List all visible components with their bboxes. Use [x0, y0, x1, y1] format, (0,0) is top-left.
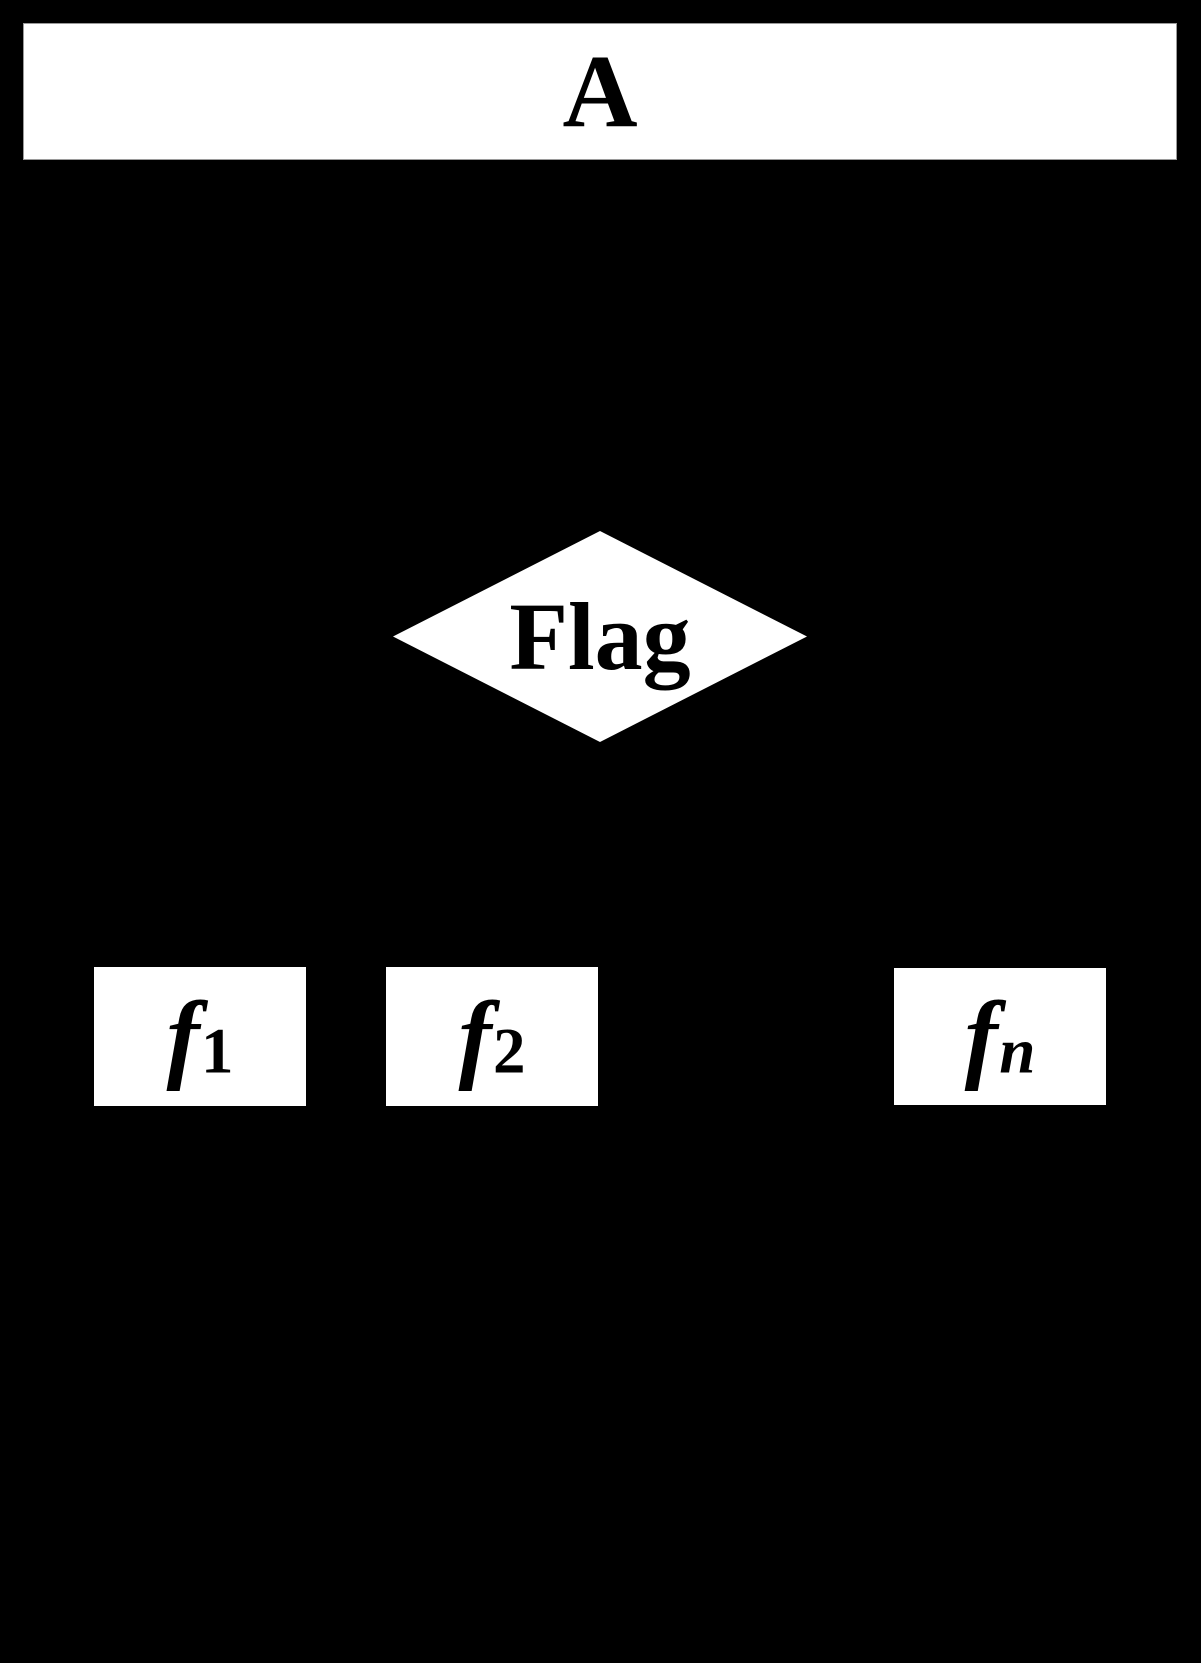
branch-node-fn-base: f	[964, 980, 998, 1092]
branch-node-f1: f 1	[94, 967, 306, 1106]
branch-node-f2-subscript: 2	[493, 1015, 526, 1088]
process-node-a: A	[23, 23, 1177, 160]
branch-node-f1-subscript: 1	[201, 1015, 234, 1088]
process-node-a-label: A	[562, 33, 638, 149]
decision-node-flag-label: Flag	[509, 582, 691, 690]
branch-node-f2-base: f	[458, 980, 492, 1092]
branch-node-f1-base: f	[166, 980, 200, 1092]
branch-node-fn: f n	[894, 968, 1106, 1105]
decision-node-flag: Flag	[393, 531, 807, 742]
branch-node-f2: f 2	[386, 967, 598, 1106]
branch-node-fn-subscript: n	[999, 1015, 1036, 1088]
